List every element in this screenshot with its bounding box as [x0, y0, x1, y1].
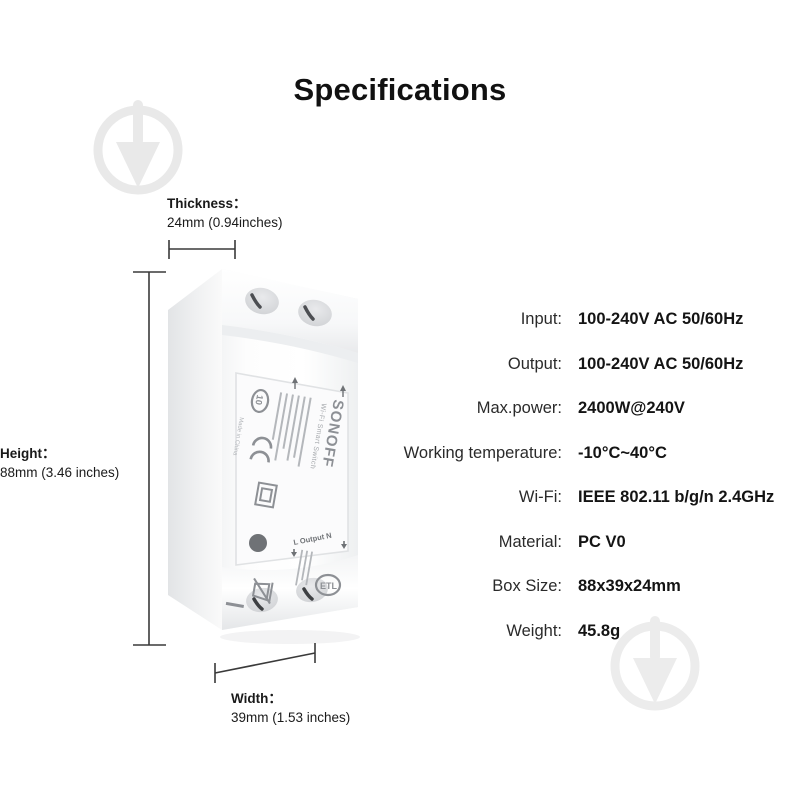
spec-row: Material: PC V0: [350, 533, 790, 578]
spec-key: Output:: [507, 354, 562, 373]
dimension-label-width: Width： 39mm (1.53 inches): [231, 689, 350, 727]
spec-value: IEEE 802.11 b/g/n 2.4GHz: [578, 488, 775, 506]
width-value: 39mm (1.53 inches): [231, 710, 351, 726]
spec-key: Input:: [520, 310, 562, 328]
width-name: Width: [231, 691, 269, 706]
spec-row: Box Size: 88x39x24mm: [350, 577, 790, 622]
spec-row: Weight: 45.8g: [350, 622, 790, 667]
spec-value: 100-240V AC 50/60Hz: [578, 310, 744, 328]
thickness-value: 24mm (0.94inches): [167, 215, 283, 231]
spec-value: PC V0: [578, 532, 626, 551]
spec-value: 2400W@240V: [578, 399, 685, 417]
spec-row: Output: 100-240V AC 50/60Hz: [350, 355, 790, 400]
svg-text:ETL: ETL: [320, 581, 338, 591]
spec-key: Max.power:: [476, 399, 562, 417]
spec-value: -10°C~40°C: [578, 443, 667, 462]
spec-row: Input: 100-240V AC 50/60Hz: [350, 310, 790, 355]
spec-key: Material:: [498, 532, 562, 551]
spec-row: Working temperature: -10°C~40°C: [350, 444, 790, 489]
spec-key: Wi-Fi:: [518, 488, 562, 506]
svg-text:10: 10: [253, 394, 265, 406]
width-separator: ：: [268, 691, 282, 706]
spec-row: Wi-Fi: IEEE 802.11 b/g/n 2.4GHz: [350, 488, 790, 533]
dimension-label-height: Height： 88mm (3.46 inches): [0, 444, 119, 482]
spec-key: Weight:: [506, 621, 562, 640]
height-separator: ：: [42, 446, 56, 461]
height-value: 88mm (3.46 inches): [0, 465, 120, 481]
thickness-name: Thickness: [167, 196, 234, 211]
spec-row: Max.power: 2400W@240V: [350, 399, 790, 444]
product-photo: SONOFF Wi-Fi Smart Switch 10: [150, 255, 400, 675]
specifications-table: Input: 100-240V AC 50/60Hz Output: 100-2…: [350, 310, 790, 666]
circle-arrow-watermark: [88, 92, 188, 205]
thickness-separator: ：: [233, 196, 247, 211]
spec-value: 45.8g: [578, 621, 621, 640]
height-name: Height: [0, 446, 42, 461]
dimension-label-thickness: Thickness： 24mm (0.94inches): [167, 194, 283, 232]
page-title: Specifications: [293, 72, 507, 107]
spec-key: Box Size:: [492, 577, 562, 595]
spec-key: Working temperature:: [403, 443, 562, 462]
spec-value: 88x39x24mm: [578, 577, 681, 595]
spec-value: 100-240V AC 50/60Hz: [578, 354, 744, 373]
